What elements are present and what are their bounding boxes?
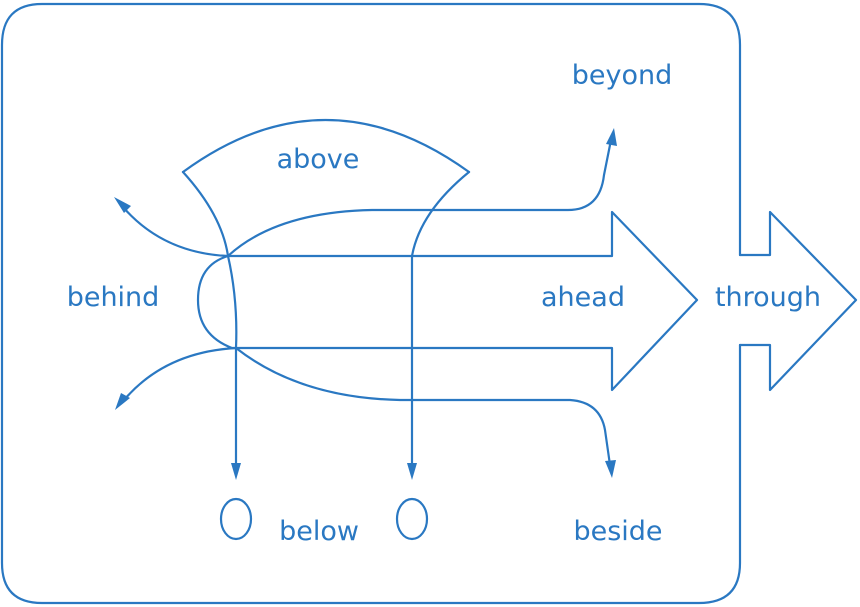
label-beside: beside (573, 516, 662, 547)
beyond-arrow (226, 138, 613, 258)
boundary-box (0, 2, 742, 605)
above-right-side (410, 170, 471, 258)
above-shape (181, 119, 471, 174)
label-above: above (277, 144, 360, 175)
behind-lower-arrow (122, 346, 238, 402)
beside-arrow (234, 346, 612, 467)
below-left-circle (219, 497, 253, 541)
above-left-side (181, 170, 230, 258)
label-below: below (279, 516, 359, 547)
behind-lower-arrowhead (115, 393, 130, 410)
below-left-arrowhead (231, 463, 241, 480)
beside-arrowhead (605, 460, 616, 478)
label-ahead: ahead (541, 282, 625, 313)
ahead-arrow (196, 210, 699, 392)
beyond-arrowhead (606, 128, 617, 146)
through-arrow (738, 210, 858, 392)
label-beyond: beyond (572, 60, 673, 91)
below-right-arrowhead (407, 463, 417, 480)
behind-upper-arrow (121, 205, 230, 258)
label-behind: behind (67, 282, 160, 313)
behind-upper-arrowhead (114, 197, 131, 213)
below-right-circle (395, 497, 429, 541)
below-left-line (226, 254, 238, 472)
label-through: through (715, 282, 821, 313)
